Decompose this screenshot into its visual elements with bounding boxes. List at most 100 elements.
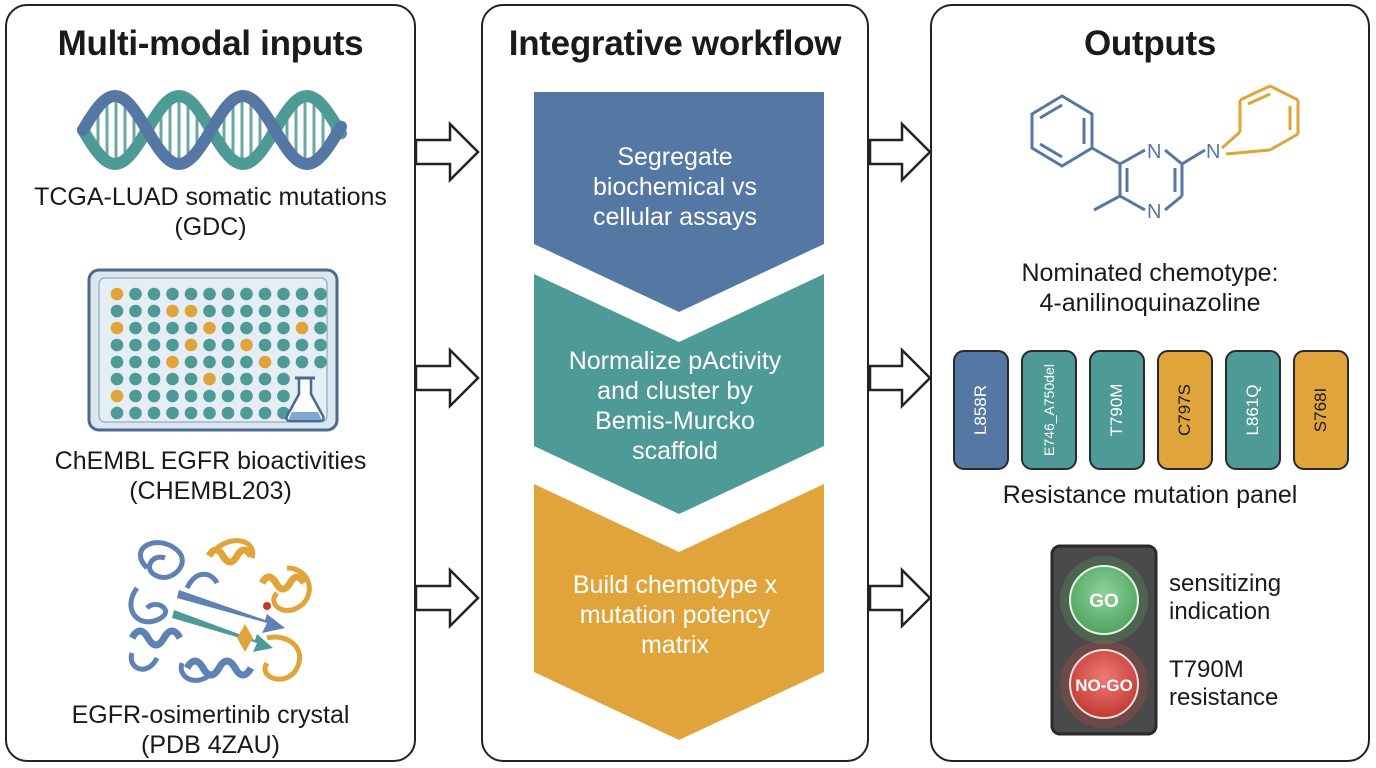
plate-well — [110, 406, 124, 420]
plate-well — [258, 389, 272, 403]
plate-well — [129, 321, 142, 335]
plate-well — [129, 304, 142, 318]
plate-well — [184, 304, 198, 318]
plate-well — [203, 372, 216, 386]
plate-well — [221, 389, 235, 403]
plate-well — [110, 338, 124, 352]
plate-well — [129, 389, 142, 403]
input-caption-bioactivities: ChEMBL EGFR bioactivities (CHEMBL203) — [7, 446, 414, 506]
flask-icon — [285, 376, 325, 423]
go-label: GO — [1089, 591, 1119, 612]
plate-well — [240, 287, 253, 301]
plate-well — [110, 321, 124, 335]
outputs-title: Outputs — [1083, 24, 1217, 63]
step-line: Segregate — [617, 143, 733, 171]
plate-well — [129, 287, 142, 301]
atom-label: N — [1147, 201, 1161, 223]
plate-well — [314, 338, 327, 352]
mutation-pill-t790m: T790M — [1089, 350, 1145, 470]
step-line: Normalize pActivity — [568, 347, 782, 375]
caption-line: (PDB 4ZAU) — [141, 731, 280, 759]
caption-line: Nominated chemotype: — [1021, 259, 1279, 287]
plate-well — [147, 372, 161, 386]
plate-well — [258, 355, 272, 369]
arrow-right-icon — [868, 346, 932, 410]
plate-well — [147, 406, 161, 420]
plate-well — [184, 287, 198, 301]
step-line: mutation potency — [579, 601, 771, 629]
plate-well — [166, 372, 179, 386]
plate-well — [184, 338, 198, 352]
workflow-chevrons — [534, 92, 824, 740]
arrow-right-icon — [868, 120, 932, 184]
atom-label: N — [1147, 141, 1161, 163]
caption-line: 4-anilinoquinazoline — [1039, 289, 1261, 317]
arrow-right-icon — [414, 346, 480, 410]
workflow-step-2-text: Normalize pActivity and cluster by Bemis… — [483, 346, 867, 466]
plate-well — [277, 389, 290, 403]
atom-label: N — [1206, 141, 1220, 163]
mutation-label: S768I — [1311, 387, 1330, 433]
plate-well — [147, 355, 161, 369]
mutation-panel-caption: Resistance mutation panel — [1002, 481, 1298, 509]
go-line: indication — [1169, 598, 1271, 625]
chemotype-caption: Nominated chemotype: 4-anilinoquinazolin… — [932, 258, 1368, 318]
plate-well — [203, 406, 216, 420]
protein-structure-icon — [128, 538, 312, 683]
plate-well — [221, 287, 235, 301]
mutation-label: E746_A750del — [1041, 364, 1057, 456]
plate-well — [184, 406, 198, 420]
plate-well — [314, 321, 327, 335]
plate-well — [184, 321, 198, 335]
mutation-pill-c797s: C797S — [1157, 350, 1213, 470]
plate-well — [203, 304, 216, 318]
inputs-to-workflow-arrows — [414, 120, 480, 630]
plate-well — [258, 406, 272, 420]
workflow-panel: Integrative workflow Segregate biochemic… — [481, 4, 869, 762]
plate-well — [184, 355, 198, 369]
plate-well — [258, 304, 272, 318]
plate-well — [166, 304, 179, 318]
plate-well — [203, 389, 216, 403]
plate-well — [240, 304, 253, 318]
plate-well — [221, 355, 235, 369]
plate-well — [110, 304, 124, 318]
workflow-step-1-chevron — [534, 92, 824, 312]
inputs-panel: Multi-modal inputs TCGA-LUAD somatic mut… — [5, 4, 416, 762]
assay-plate-icon — [87, 268, 339, 432]
go-description: sensitizing indication — [1169, 570, 1281, 626]
plate-well — [166, 321, 179, 335]
plate-well — [258, 321, 272, 335]
plate-well — [203, 355, 216, 369]
mutation-pill-s768i: S768I — [1293, 350, 1349, 470]
dna-helix-icon — [77, 89, 347, 171]
plate-well — [221, 304, 235, 318]
plate-well — [240, 372, 253, 386]
caption-line: TCGA-LUAD somatic mutations — [34, 183, 387, 211]
plate-well — [166, 389, 179, 403]
step-line: Bemis-Murcko — [595, 407, 755, 435]
plate-well — [277, 338, 290, 352]
plate-well — [277, 287, 290, 301]
plate-well — [147, 321, 161, 335]
input-caption-mutations: TCGA-LUAD somatic mutations (GDC) — [7, 182, 414, 242]
nogo-label: NO-GO — [1075, 676, 1133, 695]
plate-well — [110, 287, 124, 301]
mutation-pill-l861q: L861Q — [1225, 350, 1281, 470]
plate-well — [129, 338, 142, 352]
plate-well — [166, 338, 179, 352]
plate-well — [240, 321, 253, 335]
plate-well — [295, 304, 309, 318]
plate-well — [147, 338, 161, 352]
nogo-line: resistance — [1169, 684, 1279, 711]
caption-line: (CHEMBL203) — [129, 477, 292, 505]
arrow-right-icon — [414, 120, 480, 184]
plate-well — [240, 355, 253, 369]
plate-well — [221, 321, 235, 335]
plate-well — [147, 389, 161, 403]
plate-well — [295, 355, 309, 369]
step-line: matrix — [640, 631, 710, 659]
plate-well — [221, 406, 235, 420]
plate-well — [258, 372, 272, 386]
step-line: biochemical vs — [593, 173, 757, 201]
